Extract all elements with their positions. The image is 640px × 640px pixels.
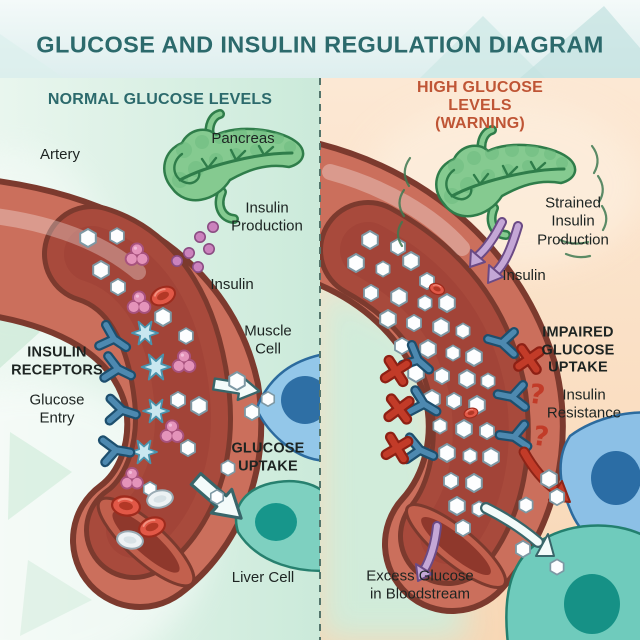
insulin-label-right: Insulin (502, 266, 546, 284)
insulin-label: Insulin (210, 275, 254, 293)
blocked-x-icon (386, 437, 408, 459)
right-panel-header: HIGH GLUCOSE LEVELS (WARNING) (417, 79, 543, 132)
insulin-production-label: Insulin Production (231, 199, 303, 235)
blocked-x-icon (385, 360, 406, 381)
strained-insulin-production-label: Strained Insulin Production (537, 194, 609, 249)
muscle-cell-label: Muscle Cell (244, 322, 292, 358)
liver-cell-label: Liver Cell (231, 568, 295, 586)
blocked-x-icon (519, 349, 540, 370)
liver-cell-shape (234, 479, 320, 572)
right-panel-illustration (320, 100, 640, 640)
artery-label: Artery (39, 145, 81, 163)
background-triangle (520, 6, 640, 78)
header-band (0, 0, 640, 78)
pancreas-label: Pancreas (211, 129, 275, 147)
left-panel-header: NORMAL GLUCOSE LEVELS (47, 91, 273, 108)
stress-lines-icon (396, 144, 608, 259)
muscle-cell-shape (256, 353, 320, 462)
insulin-resistance-label: Insulin Resistance (546, 386, 622, 422)
page-title: GLUCOSE AND INSULIN REGULATION DIAGRAM (36, 31, 604, 58)
background-triangle (8, 432, 72, 520)
reduced-uptake-arrow-icon (480, 502, 555, 557)
background-triangle (20, 560, 92, 636)
insulin-release-arrow-icon (469, 217, 507, 268)
excess-glucose-arrow-icon (415, 521, 442, 582)
glucose-uptake-label: GLUCOSE UPTAKE (231, 440, 305, 474)
excess-glucose-label: Excess Glucose in Bloodstream (366, 567, 474, 603)
background-triangle (420, 16, 545, 78)
impaired-glucose-uptake-label: IMPAIRED GLUCOSE UPTAKE (541, 324, 615, 376)
insulin-release-arrow-icon (487, 221, 523, 284)
insulin-receptors-label: INSULIN RECEPTORS (11, 344, 103, 378)
left-panel-illustration (0, 114, 320, 640)
background-triangle (0, 34, 64, 78)
blocked-x-icon (389, 399, 409, 419)
glucose-entry-label: Glucose Entry (29, 391, 85, 427)
